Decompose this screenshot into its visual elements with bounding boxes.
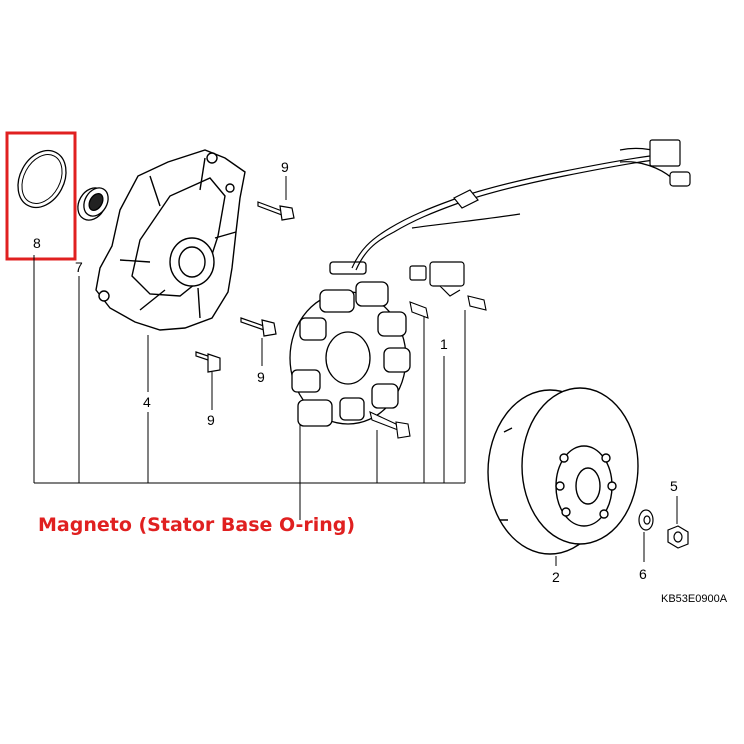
- wire-harness: [351, 139, 691, 271]
- callout-5: 5: [670, 478, 678, 494]
- callout-1: 1: [440, 336, 448, 352]
- callout-9-mid: 9: [257, 369, 265, 385]
- callout-8: 8: [33, 235, 41, 251]
- bolt-mid-part[interactable]: [240, 317, 277, 337]
- callout-7: 7: [75, 259, 83, 275]
- small-bolts[interactable]: [369, 295, 487, 439]
- o-ring-highlight-box[interactable]: [5, 131, 77, 261]
- callout-2: 2: [552, 569, 560, 585]
- diagram-code: KB53E0900A: [661, 593, 728, 605]
- pulse-generator-part[interactable]: [409, 261, 465, 297]
- nut-part[interactable]: [667, 525, 689, 549]
- bolt-top-part[interactable]: [257, 201, 295, 221]
- flywheel-part[interactable]: [487, 387, 639, 555]
- leader-lines: [33, 176, 678, 566]
- callout-4: 4: [143, 394, 151, 410]
- o-ring-part[interactable]: [8, 142, 75, 216]
- callout-9-top: 9: [281, 159, 289, 175]
- highlight-caption: Magneto (Stator Base O-ring): [38, 514, 355, 536]
- stator-base-part[interactable]: [95, 149, 246, 331]
- oil-seal-part[interactable]: [72, 183, 113, 225]
- washer-part[interactable]: [638, 509, 654, 531]
- stator-coil-part[interactable]: [289, 261, 411, 427]
- bolt-low-part[interactable]: [195, 351, 221, 373]
- callout-9-low: 9: [207, 412, 215, 428]
- callout-6: 6: [639, 566, 647, 582]
